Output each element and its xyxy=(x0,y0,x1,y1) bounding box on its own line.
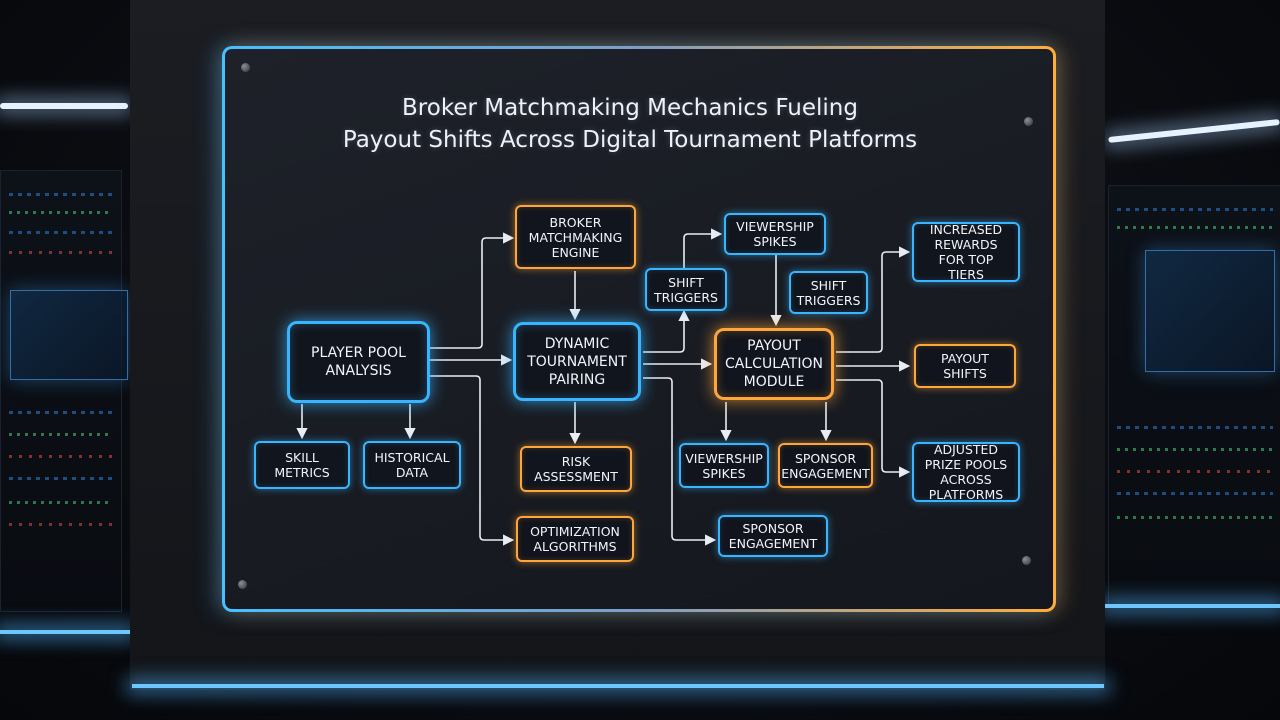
screw-top-left xyxy=(241,63,250,72)
floor-glow-right xyxy=(1105,604,1280,608)
arrow-shift-to-viewership xyxy=(683,228,723,268)
server-rack-left xyxy=(0,170,122,612)
side-screen-right xyxy=(1145,250,1275,372)
arrow-pool-to-engine xyxy=(430,232,515,349)
node-risk-assessment: Risk Assessment xyxy=(520,446,632,492)
screw-bottom-right xyxy=(1022,556,1031,565)
node-sponsor-engagement-right: Sponsor Engagement xyxy=(778,443,873,488)
ceiling-light-left xyxy=(0,103,128,109)
screw-bottom-left xyxy=(238,580,247,589)
arrow-pairing-to-sponsor xyxy=(643,377,717,546)
title-line-2: Payout Shifts Across Digital Tournament … xyxy=(342,127,918,153)
node-shift-triggers-left: Shift Triggers xyxy=(645,268,727,311)
node-sponsor-engagement-bottom: Sponsor Engagement xyxy=(718,515,828,557)
node-broker-matchmaking-engine: Broker Matchmaking Engine xyxy=(515,205,636,269)
title-line-1: Broker Matchmaking Mechanics Fueling xyxy=(402,95,858,121)
node-viewership-spikes-bottom: Viewership Spikes xyxy=(679,443,769,488)
node-adjusted-prize-pools: Adjusted Prize Pools Across Platforms xyxy=(912,442,1020,502)
node-dynamic-tournament-pairing: Dynamic Tournament Pairing xyxy=(513,322,641,401)
node-historical-data: Historical Data xyxy=(363,441,461,489)
arrow-pool-to-optimization xyxy=(430,375,515,546)
node-player-pool-analysis: Player Pool Analysis xyxy=(287,321,430,403)
arrow-payout-to-prize xyxy=(836,379,911,478)
node-viewership-spikes-top: Viewership Spikes xyxy=(724,213,826,255)
node-increased-rewards: Increased Rewards for Top Tiers xyxy=(912,222,1020,282)
node-skill-metrics: Skill Metrics xyxy=(254,441,350,489)
diagram-title: Broker Matchmaking Mechanics Fueling Pay… xyxy=(300,92,960,156)
node-optimization-algorithms: Optimization Algorithms xyxy=(516,516,634,562)
node-payout-shifts: Payout Shifts xyxy=(914,344,1016,388)
node-shift-triggers-right: Shift Triggers xyxy=(789,271,868,314)
side-screen-left xyxy=(10,290,128,380)
screw-top-right xyxy=(1024,117,1033,126)
arrow-payout-to-rewards xyxy=(836,246,911,353)
arrow-pairing-to-shift xyxy=(643,309,690,353)
floor-glow-left xyxy=(0,630,130,634)
node-payout-calculation-module: Payout Calculation Module xyxy=(714,328,834,400)
wall-base-glow xyxy=(132,684,1104,688)
